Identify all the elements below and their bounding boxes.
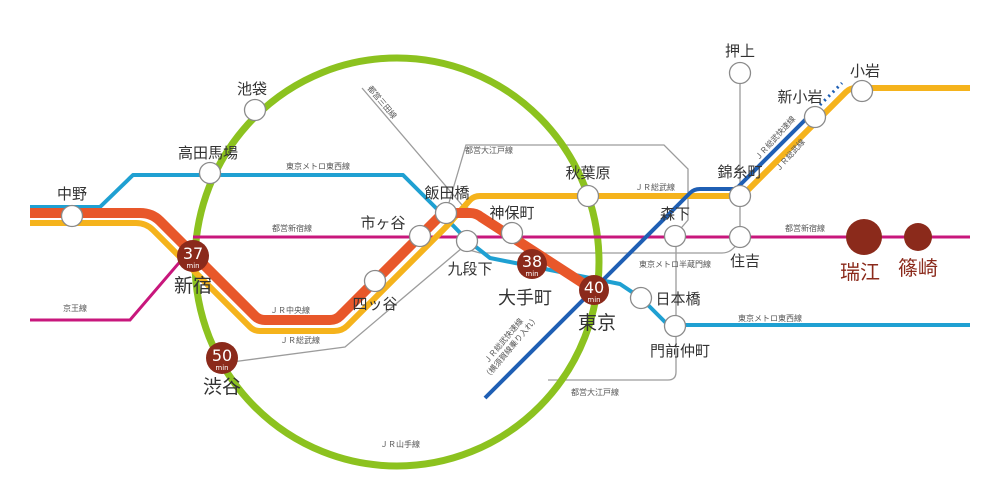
line-label-mita: 都営三田線 <box>366 84 399 121</box>
label-akihabara: 秋葉原 <box>565 164 610 182</box>
label-yotsuya: 四ッ谷 <box>352 295 397 313</box>
station-akihabara <box>576 184 600 208</box>
label-monzennakacho: 門前仲町 <box>650 342 710 360</box>
station-mizue-marker <box>846 219 882 255</box>
station-shinkoiwa <box>803 105 827 129</box>
label-shinjuku: 新宿 <box>174 275 212 297</box>
station-oshiage <box>728 61 752 85</box>
line-label-tozai-west: 東京メトロ東西線 <box>286 161 350 171</box>
station-monzennakacho <box>663 314 687 338</box>
line-label-shinjuku-east: 都営新宿線 <box>785 223 825 233</box>
label-ichigaya: 市ヶ谷 <box>360 214 405 232</box>
line-label-shinjuku-west: 都営新宿線 <box>272 223 312 233</box>
label-oshiage: 押上 <box>725 42 755 60</box>
label-iidabashi: 飯田橋 <box>424 184 469 202</box>
station-kudanshita <box>455 229 479 253</box>
label-shinkoiwa: 新小岩 <box>777 88 822 106</box>
jr-chuo-line <box>30 208 598 325</box>
label-sumiyoshi: 住吉 <box>730 252 760 270</box>
otemachi-time: 38 <box>522 252 542 271</box>
station-yotsuya <box>363 269 387 293</box>
station-nakano <box>60 204 84 228</box>
line-label-sobu-rapid-south: ＪＲ総武快速線 （横須賀線乗り入れ） <box>481 313 540 381</box>
label-jimbocho: 神保町 <box>489 204 534 222</box>
line-label-oedo-north: 都営大江戸線 <box>465 145 513 155</box>
station-nihombashi <box>629 286 653 310</box>
station-shinozaki-marker <box>904 223 932 251</box>
label-kinshicho: 錦糸町 <box>717 163 762 181</box>
station-shinjuku-badge: 37 min <box>177 240 209 272</box>
station-koiwa <box>850 79 874 103</box>
otemachi-time-unit: min <box>525 270 538 278</box>
line-label-hanzomon: 東京メトロ半蔵門線 <box>639 259 711 269</box>
station-ikebukuro <box>243 98 267 122</box>
station-ichigaya <box>408 224 432 248</box>
station-shibuya-badge: 50 min <box>206 342 238 374</box>
shibuya-time-unit: min <box>215 364 228 372</box>
line-label-tozai-east: 東京メトロ東西線 <box>738 313 802 323</box>
line-label-sobu-east: ＪＲ総武線 <box>635 182 675 192</box>
line-label-sobu-north: ＪＲ総武線 <box>773 137 807 173</box>
station-jimbocho <box>500 221 524 245</box>
station-sumiyoshi <box>728 225 752 249</box>
label-ikebukuro: 池袋 <box>237 80 267 98</box>
keio-line <box>30 249 192 322</box>
line-label-oedo-south: 都営大江戸線 <box>571 387 619 397</box>
shinjuku-time: 37 <box>183 244 203 263</box>
jr-sobu-rapid-dotted <box>818 81 844 107</box>
shibuya-time: 50 <box>212 346 232 365</box>
tokyo-time: 40 <box>584 278 604 297</box>
label-takadanobaba: 高田馬場 <box>178 144 238 162</box>
label-tokyo: 東京 <box>578 312 616 334</box>
station-iidabashi <box>434 201 458 225</box>
station-takadanobaba <box>198 161 222 185</box>
label-nihombashi: 日本橋 <box>655 290 700 308</box>
line-label-keio: 京王線 <box>63 303 87 313</box>
label-nakano: 中野 <box>57 185 87 203</box>
jr-sobu-rapid-line <box>483 108 817 400</box>
label-koiwa: 小岩 <box>850 62 880 80</box>
line-label-sobu-west: ＪＲ総武線 <box>280 335 320 345</box>
station-kinshicho <box>728 184 752 208</box>
oedo-line-north <box>447 144 689 235</box>
label-morishita: 森下 <box>660 205 690 223</box>
label-shibuya: 渋谷 <box>203 376 241 398</box>
station-tokyo-badge: 40 min <box>579 275 609 305</box>
shinjuku-time-unit: min <box>186 262 199 270</box>
label-mizue: 瑞江 <box>840 260 880 284</box>
tokyo-time-unit: min <box>587 296 600 304</box>
label-otemachi: 大手町 <box>498 288 552 309</box>
station-morishita <box>663 224 687 248</box>
label-kudanshita: 九段下 <box>447 260 492 278</box>
line-label-yamanote: ＪＲ山手線 <box>380 439 420 449</box>
oedo-line-south <box>548 240 677 381</box>
line-label-chuo: ＪＲ中央線 <box>270 305 310 315</box>
label-shinozaki: 篠崎 <box>898 256 938 280</box>
station-otemachi-badge: 38 min <box>517 249 547 279</box>
